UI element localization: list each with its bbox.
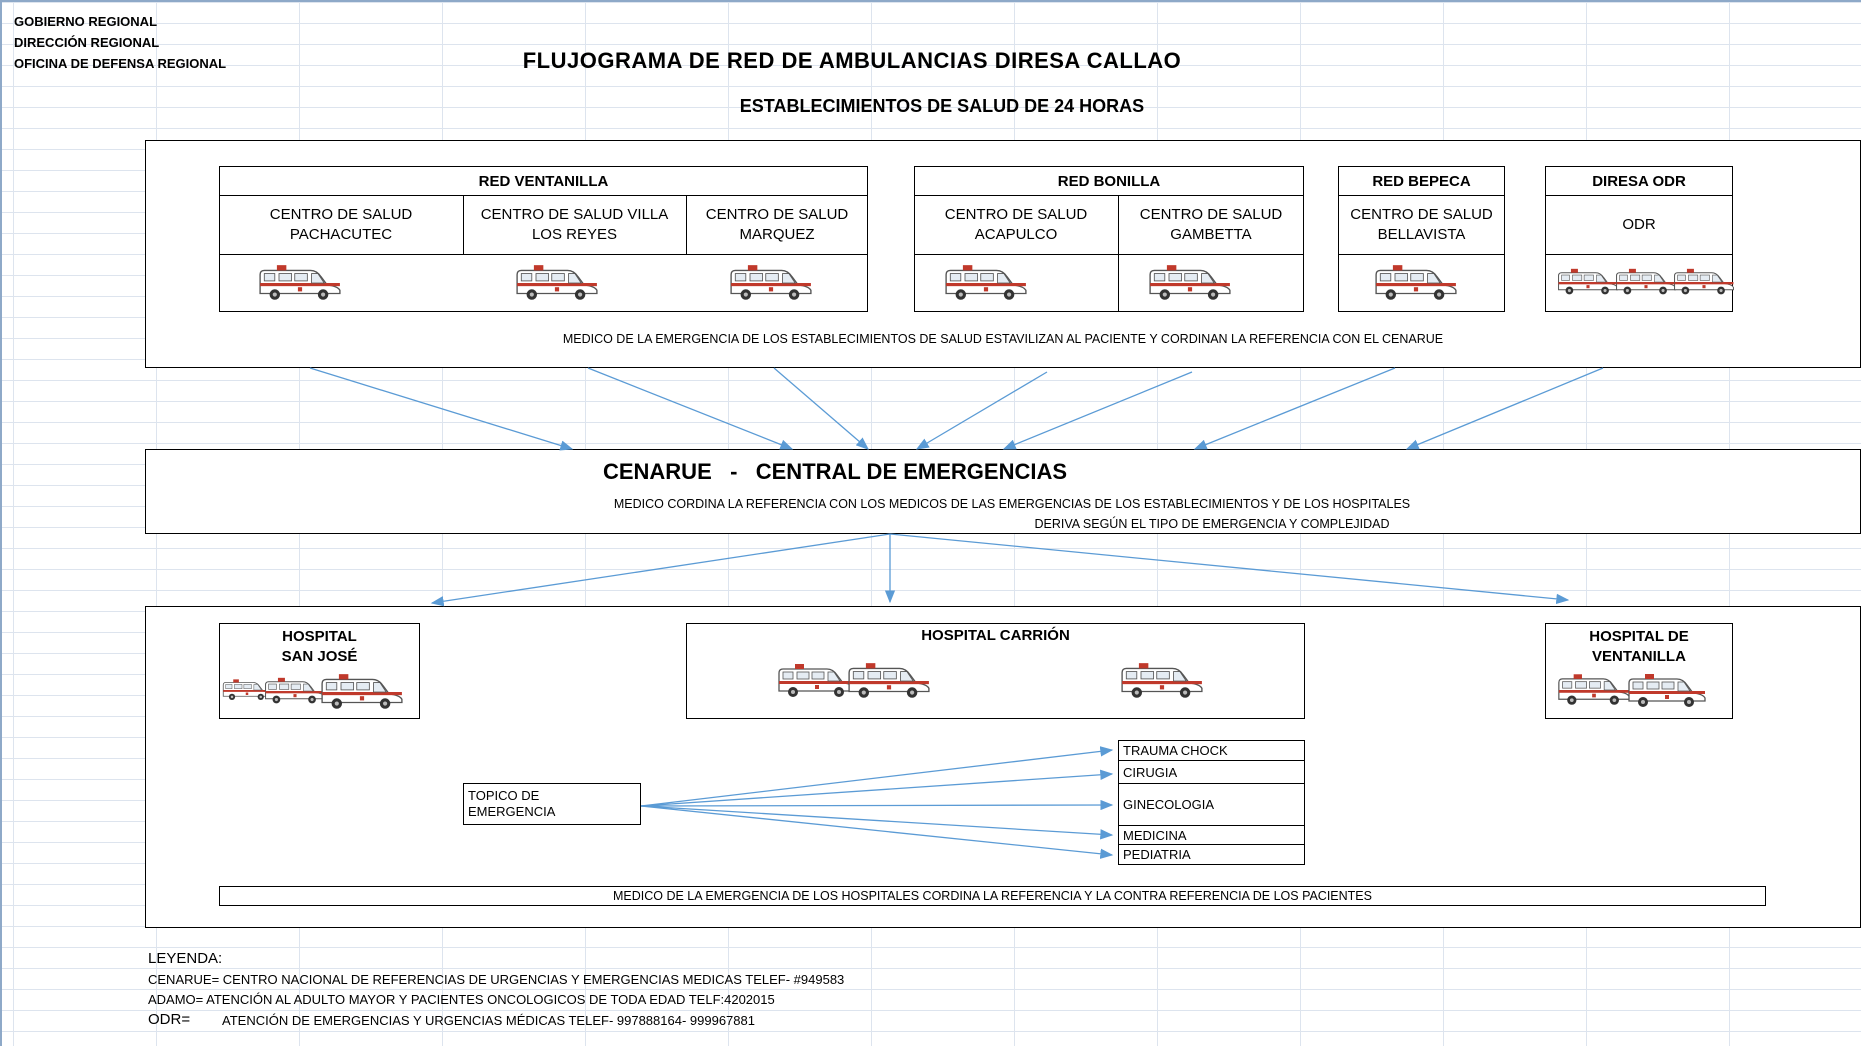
- center-acapulco: CENTRO DE SALUD ACAPULCO: [944, 206, 1088, 243]
- legend-cenarue: CENARUE= CENTRO NACIONAL DE REFERENCIAS …: [148, 972, 845, 987]
- center-odr: ODR: [1622, 216, 1656, 233]
- specialty-pediatria: PEDIATRIA: [1118, 844, 1305, 865]
- cenarue-line2: DERIVA SEGÚN EL TIPO DE EMERGENCIA Y COM…: [1034, 517, 1390, 531]
- ambulance-icon: [1673, 268, 1735, 296]
- divider: [914, 254, 1304, 255]
- network-header-bepeca: RED BEPECA: [1338, 166, 1505, 196]
- ambulance-icon: [1615, 268, 1677, 296]
- arrow-cenarue-to-san-jose: [430, 533, 891, 607]
- divider: [686, 195, 687, 254]
- arrow-cenarue-to-ventanilla: [889, 533, 1570, 605]
- ambulance-icon: [778, 663, 856, 698]
- ambulance-icon: [1375, 264, 1457, 301]
- header-direccion: DIRECCIÓN REGIONAL: [14, 35, 160, 50]
- center-bellavista: CENTRO DE SALUD BELLAVISTA: [1350, 206, 1493, 243]
- network-box-diresa-odr: [1545, 195, 1733, 312]
- network-header-diresa-odr: DIRESA ODR: [1545, 166, 1733, 196]
- ambulance-icon: [222, 678, 272, 701]
- ambulance-icon: [516, 264, 598, 301]
- arrow-topico-to-cirugia: [640, 769, 1114, 807]
- arrow-topico-to-medicina: [640, 805, 1114, 840]
- arrow-marquez-to-cenarue: [773, 367, 869, 450]
- network-header-ventanilla: RED VENTANILLA: [219, 166, 868, 196]
- legend-odr-label: ODR=: [148, 1011, 191, 1028]
- ambulance-icon: [1149, 264, 1231, 301]
- divider: [1338, 254, 1505, 255]
- establishments-note: MEDICO DE LA EMERGENCIA DE LOS ESTABLECI…: [562, 332, 1444, 346]
- arrow-acapulco-to-cenarue: [915, 371, 1048, 450]
- ambulance-icon: [1121, 662, 1203, 699]
- page-title: FLUJOGRAMA DE RED DE AMBULANCIAS DIRESA …: [522, 48, 1182, 73]
- hospital-san-jose-label: HOSPITAL SAN JOSÉ: [281, 628, 358, 665]
- header-oficina: OFICINA DE DEFENSA REGIONAL: [14, 56, 227, 71]
- ambulance-icon: [1628, 673, 1706, 708]
- arrow-villa-to-cenarue: [587, 367, 794, 450]
- legend-title: LEYENDA:: [148, 950, 223, 967]
- ambulance-icon: [259, 264, 341, 301]
- specialty-ginecologia: GINECOLOGIA: [1118, 783, 1305, 826]
- arrow-bellavista-to-cenarue: [1193, 367, 1396, 450]
- network-header-bonilla: RED BONILLA: [914, 166, 1304, 196]
- ambulance-icon: [848, 662, 930, 699]
- divider: [1118, 195, 1119, 312]
- divider: [1545, 254, 1733, 255]
- ambulance-icon: [1558, 673, 1630, 706]
- divider: [463, 195, 464, 254]
- header-gobierno: GOBIERNO REGIONAL: [14, 14, 158, 29]
- center-marquez: CENTRO DE SALUD MARQUEZ: [705, 206, 849, 243]
- arrow-gambetta-to-cenarue: [1002, 371, 1193, 450]
- arrow-topico-to-pediatria: [640, 805, 1114, 859]
- legend-odr: ATENCIÓN DE EMERGENCIAS Y URGENCIAS MÉDI…: [222, 1013, 755, 1028]
- arrow-topico-to-trauma: [640, 746, 1114, 807]
- arrow-odr-to-cenarue: [1405, 367, 1604, 450]
- center-pachacutec: CENTRO DE SALUD PACHACUTEC: [269, 206, 413, 243]
- divider: [219, 254, 868, 255]
- cenarue-frame: [145, 449, 1861, 534]
- arrow-topico-to-ginecologia: [640, 799, 1114, 811]
- ambulance-icon: [730, 264, 812, 301]
- ambulance-icon: [264, 677, 326, 705]
- center-villa-los-reyes: CENTRO DE SALUD VILLA LOS REYES: [480, 206, 669, 243]
- topico-emergencia: TOPICO DE EMERGENCIA: [463, 783, 641, 825]
- hospitals-note: MEDICO DE LA EMERGENCIA DE LOS HOSPITALE…: [219, 886, 1766, 906]
- cenarue-title: CENARUE - CENTRAL DE EMERGENCIAS: [602, 459, 1068, 484]
- ambulance-icon: [945, 264, 1027, 301]
- cenarue-line1: MEDICO CORDINA LA REFERENCIA CON LOS MED…: [613, 497, 1411, 511]
- center-gambetta: CENTRO DE SALUD GAMBETTA: [1139, 206, 1283, 243]
- legend-adamo: ADAMO= ATENCIÓN AL ADULTO MAYOR Y PACIEN…: [148, 992, 775, 1007]
- hospital-ventanilla-label: HOSPITAL DE VENTANILLA: [1589, 628, 1689, 665]
- ambulance-icon: [321, 673, 403, 710]
- ambulance-icon: [1557, 268, 1619, 296]
- arrow-pachacutec-to-cenarue: [309, 367, 574, 451]
- page-subtitle: ESTABLECIMIENTOS DE SALUD DE 24 HORAS: [739, 96, 1145, 116]
- hospital-carrion-label: HOSPITAL CARRIÓN: [921, 627, 1070, 644]
